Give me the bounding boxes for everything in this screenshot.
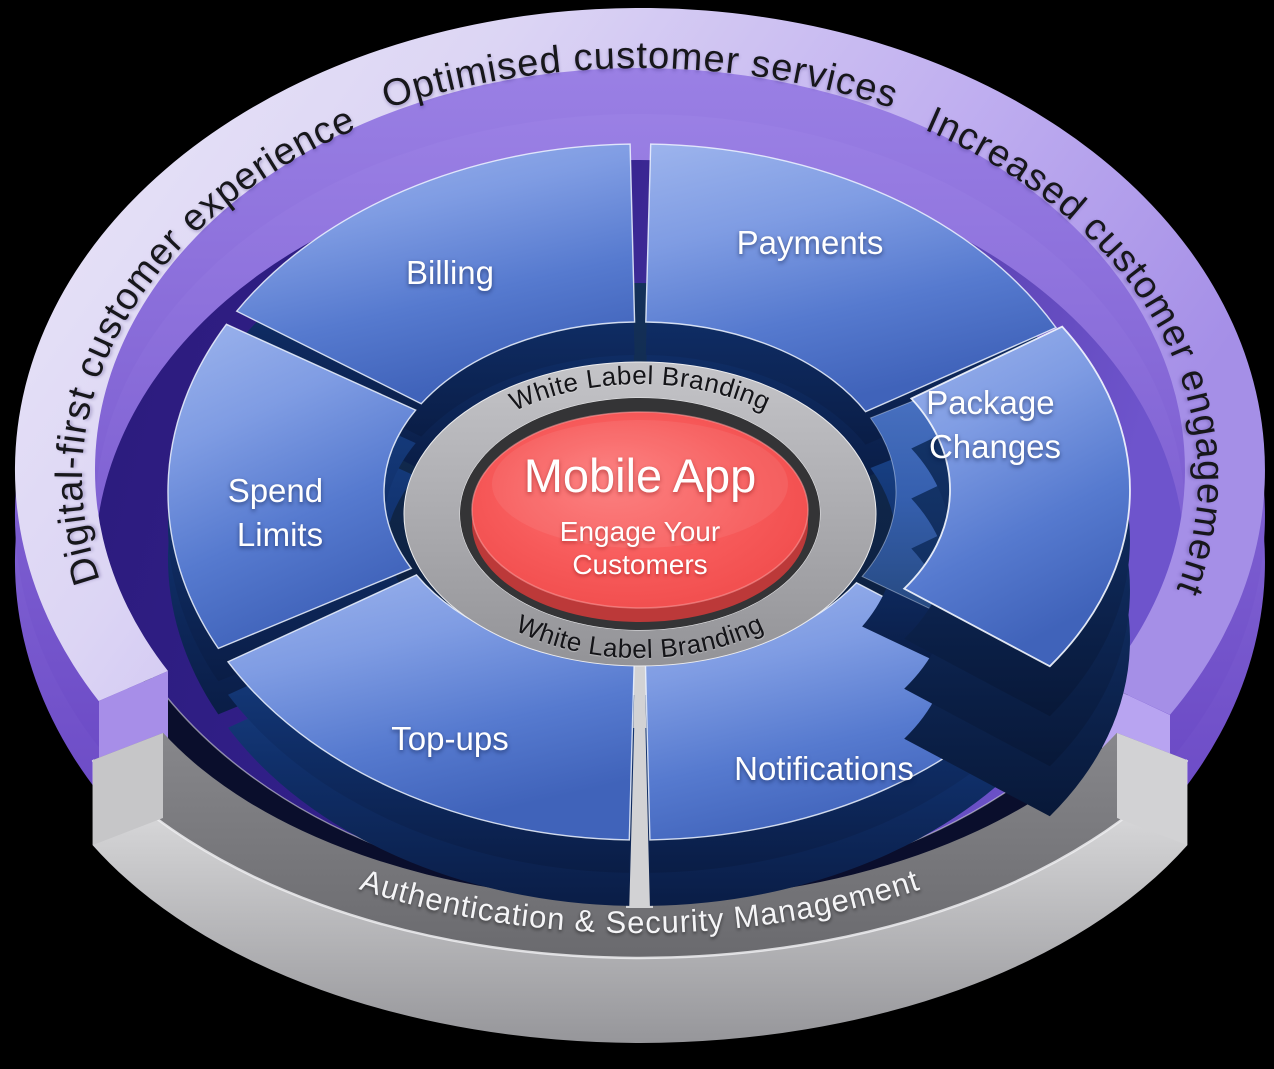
base-ring-front [92, 760, 1188, 1043]
segment-label-package-changes: Package Changes [926, 384, 1064, 465]
segment-label-spend-limits: Spend Limits [228, 472, 333, 553]
segment-label-notifications: Notifications [734, 750, 914, 787]
center-button [471, 411, 809, 609]
base-ring-top [92, 732, 1188, 958]
segment-label-billing: Billing [406, 254, 494, 291]
base-ring-rim [91, 759, 1189, 960]
center-subtitle-line1: Engage Your [560, 516, 720, 547]
segment-label-payments: Payments [737, 224, 884, 261]
segment-payments-top [645, 143, 1058, 413]
segment-billing-top [235, 143, 636, 405]
diagram-shapes [14, 7, 1265, 1043]
center-button-highlight [492, 420, 788, 548]
segment-package-changes-top [902, 325, 1131, 668]
center-title: Mobile App [524, 449, 757, 502]
outer-ring-band [14, 7, 1265, 715]
base-ring-cap-left [93, 733, 163, 845]
center-subtitle-line2: Customers [572, 549, 707, 580]
base-ring-cap-right [1117, 733, 1187, 845]
segment-spend-limits-top [167, 323, 417, 650]
segment-label-top-ups: Top-ups [391, 720, 508, 757]
